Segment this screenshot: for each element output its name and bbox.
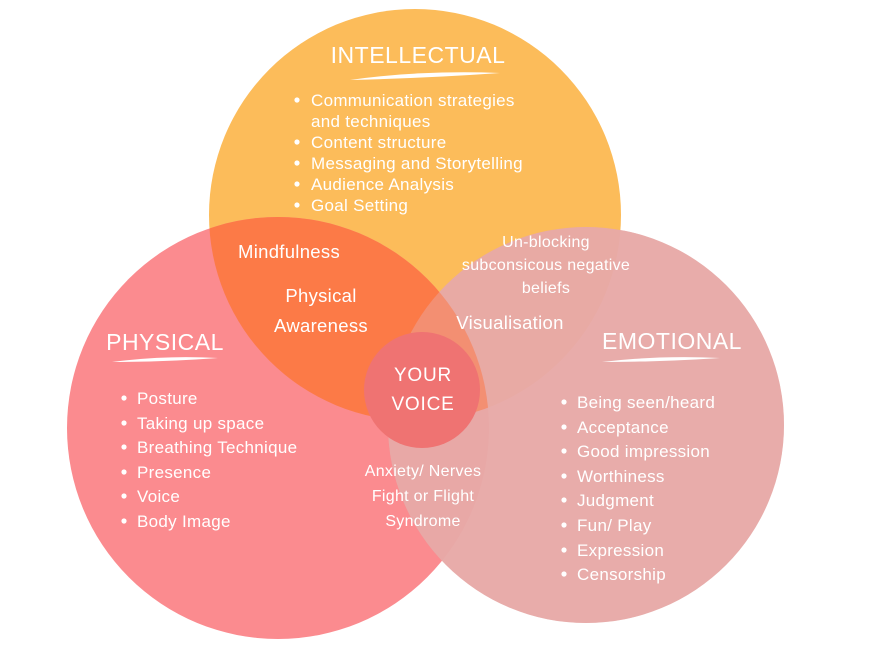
center-label: YOUR bbox=[394, 365, 452, 386]
list-item: Fun/ Play bbox=[577, 516, 652, 535]
list-item: Worthiness bbox=[577, 467, 665, 486]
list-item: Voice bbox=[137, 487, 180, 506]
overlap-unblocking: subconsicous negative bbox=[462, 257, 630, 274]
emotional-swoosh bbox=[602, 357, 720, 362]
list-item: and techniques bbox=[311, 112, 431, 131]
overlap-physical-awareness: Awareness bbox=[274, 315, 368, 336]
bullet bbox=[561, 399, 567, 405]
list-item: Communication strategies bbox=[311, 91, 515, 110]
list-item: Audience Analysis bbox=[311, 175, 454, 194]
bullet bbox=[121, 444, 127, 450]
bullet bbox=[121, 420, 127, 426]
intellectual-title: INTELLECTUAL bbox=[331, 42, 506, 68]
bullet bbox=[121, 395, 127, 401]
bullet bbox=[121, 493, 127, 499]
list-item: Censorship bbox=[577, 565, 666, 584]
list-item: Content structure bbox=[311, 133, 447, 152]
list-item: Being seen/heard bbox=[577, 393, 715, 412]
list-item: Breathing Technique bbox=[137, 438, 297, 457]
overlap-physical-awareness: Physical bbox=[285, 285, 356, 306]
bullet bbox=[294, 160, 300, 166]
center-label: VOICE bbox=[391, 394, 454, 415]
overlap-visualisation: Visualisation bbox=[456, 312, 563, 333]
overlap-unblocking: beliefs bbox=[522, 280, 570, 297]
overlap-anxiety: Anxiety/ Nerves bbox=[365, 463, 482, 480]
overlap-anxiety: Fight or Flight bbox=[372, 488, 475, 505]
bullet bbox=[121, 469, 127, 475]
emotional-overlay bbox=[388, 227, 784, 623]
list-item: Posture bbox=[137, 389, 198, 408]
intellectual-swoosh bbox=[350, 72, 500, 80]
bullet bbox=[294, 181, 300, 187]
mind-body-overlap bbox=[209, 217, 489, 421]
intellectual-list: Communication strategies and techniques … bbox=[294, 91, 523, 215]
bullet bbox=[561, 571, 567, 577]
bullet bbox=[561, 522, 567, 528]
bullet bbox=[294, 139, 300, 145]
bullet bbox=[561, 547, 567, 553]
overlap-mindfulness: Mindfulness bbox=[238, 241, 340, 262]
bullet bbox=[561, 448, 567, 454]
emotional-circle bbox=[388, 227, 784, 623]
bullet bbox=[561, 424, 567, 430]
list-item: Messaging and Storytelling bbox=[311, 154, 523, 173]
list-item: Judgment bbox=[577, 491, 654, 510]
bullet bbox=[294, 202, 300, 208]
physical-list: Posture Taking up space Breathing Techni… bbox=[121, 389, 297, 531]
emotional-list: Being seen/heard Acceptance Good impress… bbox=[561, 393, 715, 584]
list-item: Goal Setting bbox=[311, 196, 408, 215]
list-item: Acceptance bbox=[577, 418, 669, 437]
bullet bbox=[294, 97, 300, 103]
list-item: Expression bbox=[577, 541, 664, 560]
physical-swoosh bbox=[112, 357, 218, 362]
bullet bbox=[561, 473, 567, 479]
physical-title: PHYSICAL bbox=[106, 329, 224, 355]
list-item: Taking up space bbox=[137, 414, 264, 433]
emotional-title: EMOTIONAL bbox=[602, 328, 742, 354]
overlap-anxiety: Syndrome bbox=[385, 513, 460, 530]
list-item: Body Image bbox=[137, 512, 231, 531]
center-circle bbox=[364, 332, 480, 448]
overlap-unblocking: Un-blocking bbox=[502, 234, 590, 251]
bullet bbox=[121, 518, 127, 524]
list-item: Good impression bbox=[577, 442, 710, 461]
list-item: Presence bbox=[137, 463, 211, 482]
bullet bbox=[561, 497, 567, 503]
